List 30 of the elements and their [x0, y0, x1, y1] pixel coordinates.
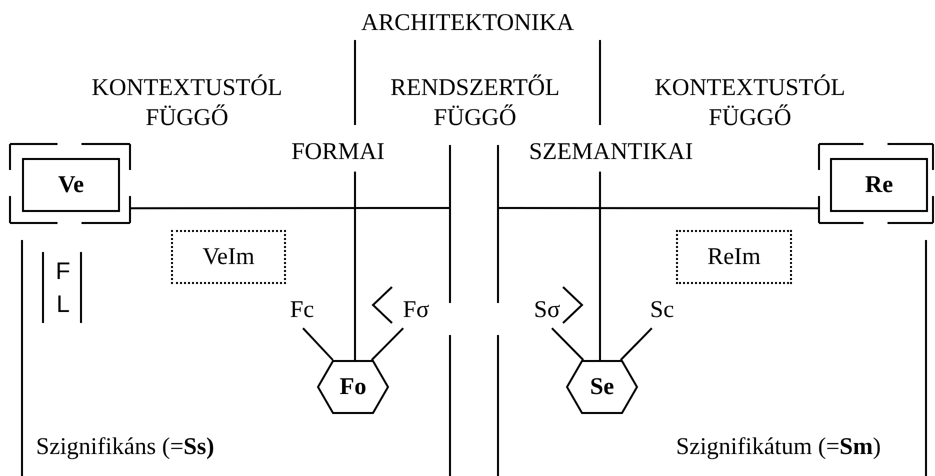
- text-label: Szignifikátum (=Sm): [676, 433, 882, 462]
- term-box: Re: [830, 158, 928, 212]
- bracket-frame: [818, 143, 934, 224]
- text-label: RENDSZERTŐL FÜGGŐ: [389, 73, 561, 133]
- connector-line: [371, 328, 404, 361]
- connector-line: [131, 207, 450, 210]
- text-label: KONTEXTUSTÓL FÜGGŐ: [654, 73, 846, 133]
- connector-line: [354, 172, 356, 360]
- term-label: Fσ: [396, 296, 436, 324]
- term-label: Sc: [645, 296, 679, 324]
- bracket-frame: [9, 143, 131, 224]
- term-label: SZEMANTIKAI: [510, 138, 712, 166]
- hexagon-node: Fo: [317, 360, 389, 414]
- hexagon-node: Se: [566, 360, 638, 414]
- dotted-box: ReIm: [676, 230, 792, 284]
- term-box: Ve: [22, 158, 120, 212]
- connector-line: [498, 207, 818, 210]
- connector-line: [302, 328, 334, 361]
- connector-line: [551, 328, 584, 361]
- text-label: KONTEXTUSTÓL FÜGGŐ: [90, 73, 284, 133]
- text-label: ARCHITEKTONIKA: [360, 9, 575, 38]
- connector-line: [620, 328, 653, 361]
- letter-label: F: [54, 257, 72, 287]
- connector-line: [599, 172, 601, 360]
- term-label: FORMAI: [280, 138, 396, 166]
- term-label: Sσ: [528, 296, 566, 324]
- letter-label: L: [55, 290, 71, 320]
- term-label: Fc: [285, 296, 319, 324]
- text-label: Szignifikáns (=Ss): [36, 433, 216, 462]
- dotted-box: VeIm: [171, 230, 286, 284]
